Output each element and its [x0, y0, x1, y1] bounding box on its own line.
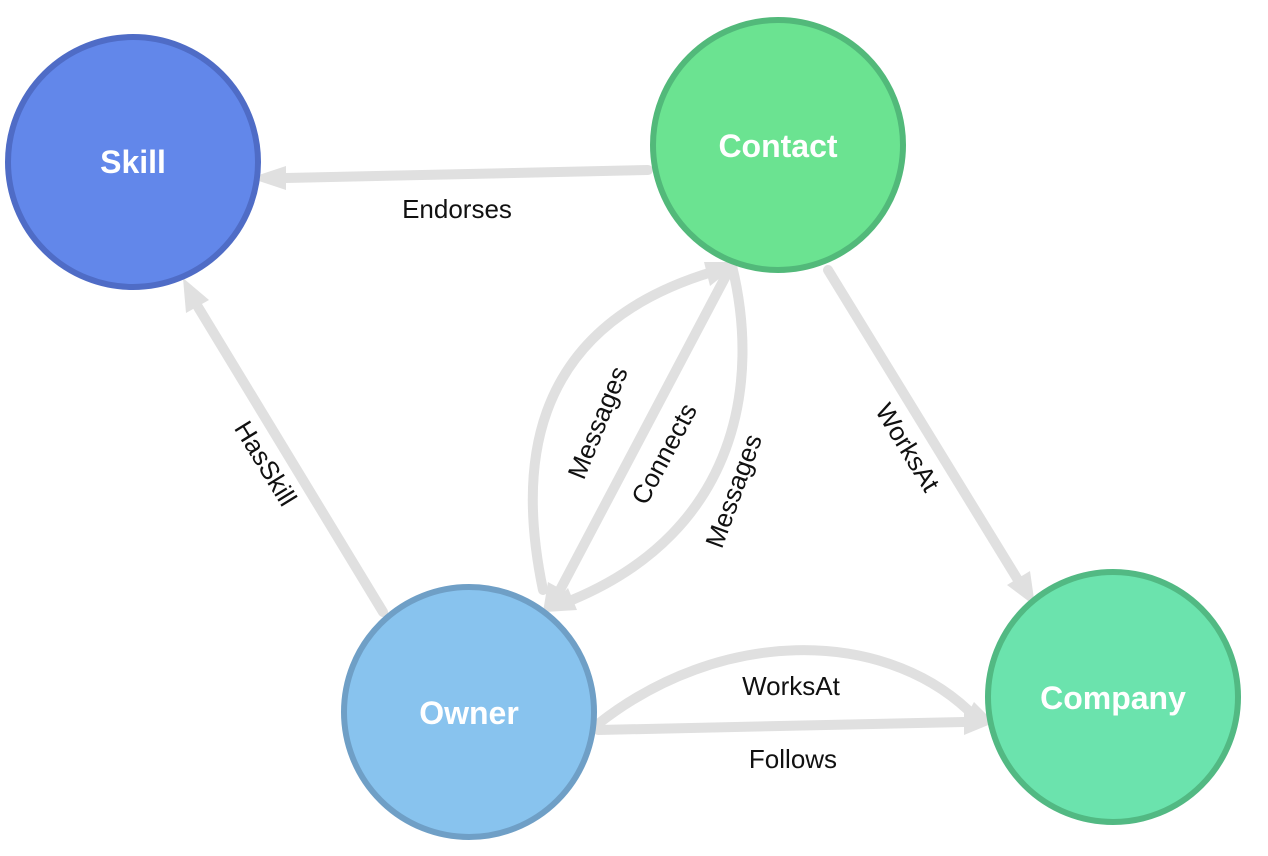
edge-follows[interactable]: Follows: [593, 709, 998, 774]
node-label-owner: Owner: [419, 695, 519, 731]
node-label-skill: Skill: [100, 144, 166, 180]
edge-endorses[interactable]: Endorses: [250, 165, 653, 224]
arrowhead-icon: [183, 278, 209, 313]
edge-label-follows: Follows: [749, 744, 837, 774]
node-label-company: Company: [1040, 680, 1186, 716]
node-contact[interactable]: Contact: [650, 17, 906, 273]
nodes: Skill Contact Owner Company: [5, 17, 1241, 840]
node-company[interactable]: Company: [985, 569, 1241, 825]
arrowhead-icon: [545, 588, 577, 612]
arrowhead-icon: [1007, 571, 1035, 606]
node-skill[interactable]: Skill: [5, 34, 261, 290]
edges: Endorses HasSkill Messages Connects Mess…: [183, 165, 1035, 774]
arrowhead-icon: [964, 709, 998, 735]
node-label-contact: Contact: [718, 128, 837, 164]
edge-worksat-contact[interactable]: WorksAt: [823, 265, 1035, 606]
node-owner[interactable]: Owner: [341, 584, 597, 840]
arrowhead-icon: [250, 166, 286, 190]
edge-label-endorses: Endorses: [402, 194, 512, 224]
edge-label-worksat-owner: WorksAt: [742, 671, 841, 701]
edge-worksat-owner[interactable]: WorksAt: [593, 645, 996, 729]
edge-hasskill[interactable]: HasSkill: [183, 278, 388, 617]
